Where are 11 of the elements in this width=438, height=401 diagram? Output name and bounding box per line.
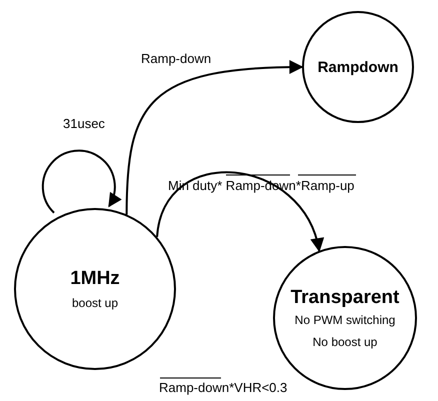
edge-label: Ramp-down (140, 51, 212, 66)
state-note: No boost up (312, 335, 378, 349)
state-name: Transparent (290, 287, 400, 309)
condition-label: Ramp-down*VHR<0.3 (158, 380, 288, 395)
state-note: No PWM switching (294, 313, 396, 327)
arrow (126, 60, 304, 214)
arrow (42, 150, 122, 214)
state-name: 1MHz (70, 268, 120, 290)
edge-label: 31usec (62, 116, 106, 131)
state-name: Rampdown (318, 58, 398, 76)
state-note: boost up (72, 296, 118, 310)
